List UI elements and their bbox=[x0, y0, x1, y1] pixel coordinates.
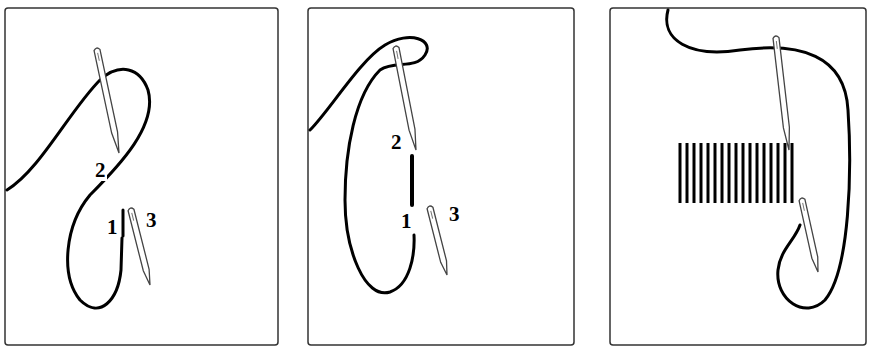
callout-number: 1 bbox=[106, 217, 119, 238]
thread bbox=[7, 69, 150, 308]
stitch bbox=[791, 143, 794, 203]
stitch bbox=[122, 210, 125, 236]
stitch bbox=[777, 143, 780, 203]
callout-number: 2 bbox=[390, 132, 403, 153]
stitch bbox=[763, 143, 766, 203]
stitch bbox=[693, 143, 696, 203]
stitch bbox=[770, 143, 773, 203]
callout-number: 2 bbox=[94, 160, 107, 181]
satin-stitch-block bbox=[680, 143, 792, 203]
stitch bbox=[742, 143, 745, 203]
stitch bbox=[784, 143, 787, 203]
stitch bbox=[714, 143, 717, 203]
needle bbox=[799, 197, 821, 272]
needle bbox=[94, 47, 122, 153]
stitch bbox=[410, 156, 414, 205]
callout-number: 3 bbox=[448, 204, 461, 225]
stitch bbox=[721, 143, 724, 203]
callout-number: 1 bbox=[400, 211, 413, 232]
panel-frame bbox=[610, 8, 866, 345]
panel-frame bbox=[308, 8, 574, 345]
stitch bbox=[686, 143, 689, 203]
needle bbox=[773, 36, 792, 151]
stitch bbox=[749, 143, 752, 203]
needle bbox=[427, 205, 450, 275]
stitch bbox=[728, 143, 731, 203]
stitch bbox=[700, 143, 703, 203]
stitch bbox=[735, 143, 738, 203]
thread bbox=[667, 10, 850, 308]
stitch bbox=[756, 143, 759, 203]
stitch bbox=[707, 143, 710, 203]
thread bbox=[310, 38, 427, 293]
stitch bbox=[679, 143, 682, 203]
callout-number: 3 bbox=[145, 210, 158, 231]
panel-frame bbox=[5, 8, 278, 345]
